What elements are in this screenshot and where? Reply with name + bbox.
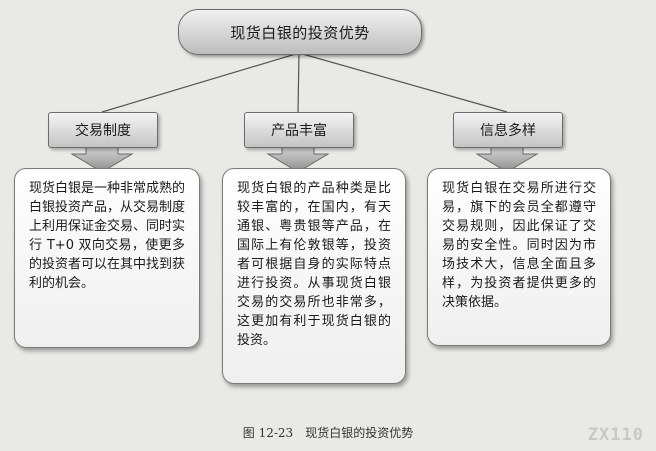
connector-line-2 [297,52,300,113]
category-label: 产品丰富 [271,123,327,139]
root-node-label: 现货白银的投资优势 [230,23,370,42]
watermark: ZX110 [587,425,644,445]
category-label: 交易制度 [75,123,131,139]
description-text: 现货白银在交易所进行交易，旗下的会员全都遵守交易规则，因此保证了交易的安全性。同… [442,181,596,310]
description-card-trading-system: 现货白银是一种非常成熟的白银投资产品，从交易制度上利用保证金交易、同时实行 T+… [14,168,200,348]
connector-line-3 [298,52,508,113]
description-text: 现货白银的产品种类是比较丰富的，在国内，有天通银、粤贵银等产品，在国际上有伦敦银… [237,181,391,348]
description-card-diverse-information: 现货白银在交易所进行交易，旗下的会员全都遵守交易规则，因此保证了交易的安全性。同… [427,168,611,346]
category-node-rich-products: 产品丰富 [244,112,354,148]
category-node-diverse-information: 信息多样 [453,112,563,148]
connector-line-1 [101,52,300,113]
category-node-trading-system: 交易制度 [48,112,158,148]
description-text: 现货白银是一种非常成熟的白银投资产品，从交易制度上利用保证金交易、同时实行 T+… [29,181,186,291]
description-card-rich-products: 现货白银的产品种类是比较丰富的，在国内，有天通银、粤贵银等产品，在国际上有伦敦银… [222,168,406,384]
root-node: 现货白银的投资优势 [178,9,422,55]
figure-caption: 图 12-23 现货白银的投资优势 [242,426,414,440]
category-label: 信息多样 [480,123,536,139]
